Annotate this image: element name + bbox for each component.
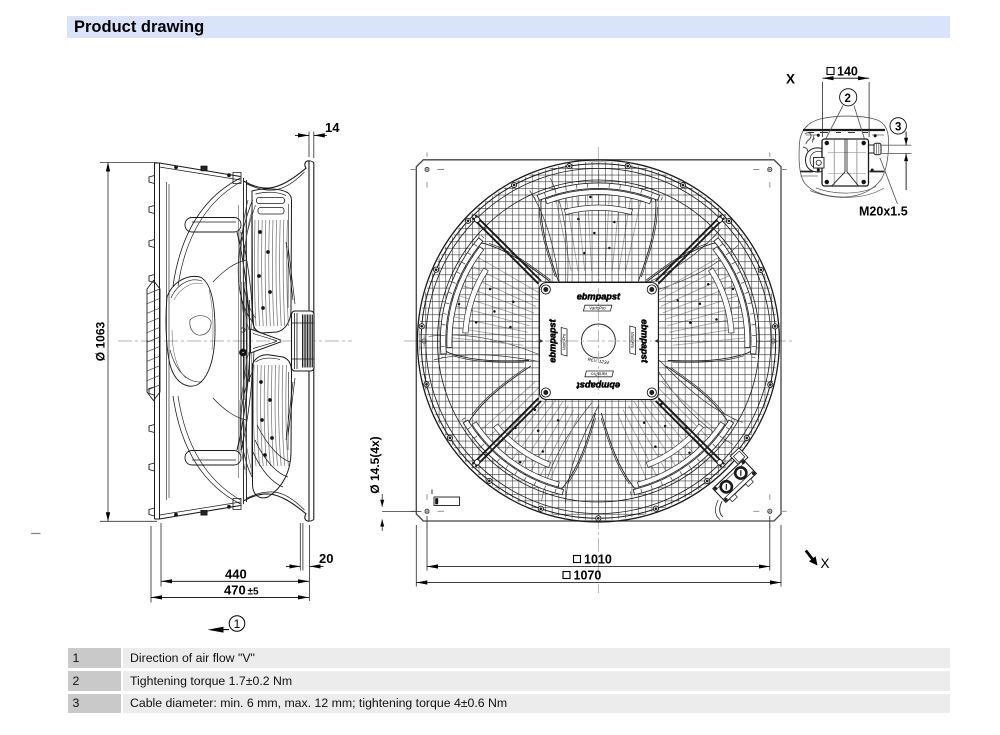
svg-text:20: 20 [319,551,333,566]
svg-text:Ø 14.5(4x): Ø 14.5(4x) [368,436,382,493]
svg-text:ebmpapst: ebmpapst [576,381,620,391]
svg-text:1070: 1070 [574,569,602,583]
svg-text:Ø 1063: Ø 1063 [94,321,108,361]
svg-text:2: 2 [845,93,851,105]
svg-text:VarioPro: VarioPro [589,306,606,311]
svg-text:VarioPro: VarioPro [562,333,567,350]
svg-text:VarioPro: VarioPro [630,332,635,349]
svg-text:440: 440 [225,567,247,582]
svg-text:X: X [786,72,795,87]
svg-text:140: 140 [837,65,858,79]
svg-text:ebmpapst: ebmpapst [639,319,649,363]
svg-text:ebmpapst: ebmpapst [577,292,621,302]
svg-text:470: 470 [224,582,246,597]
svg-text:X: X [821,556,830,571]
svg-text:VarioPro: VarioPro [591,371,608,376]
svg-text:1010: 1010 [584,553,612,567]
svg-text:M20x1.5: M20x1.5 [859,205,908,219]
svg-text:1: 1 [234,617,241,631]
svg-text:3: 3 [895,122,901,134]
svg-text:14: 14 [325,120,340,135]
svg-text:±5: ±5 [248,586,259,597]
svg-text:ebmpapst: ebmpapst [548,318,558,362]
svg-text:REV. 1234: REV. 1234 [587,357,609,366]
